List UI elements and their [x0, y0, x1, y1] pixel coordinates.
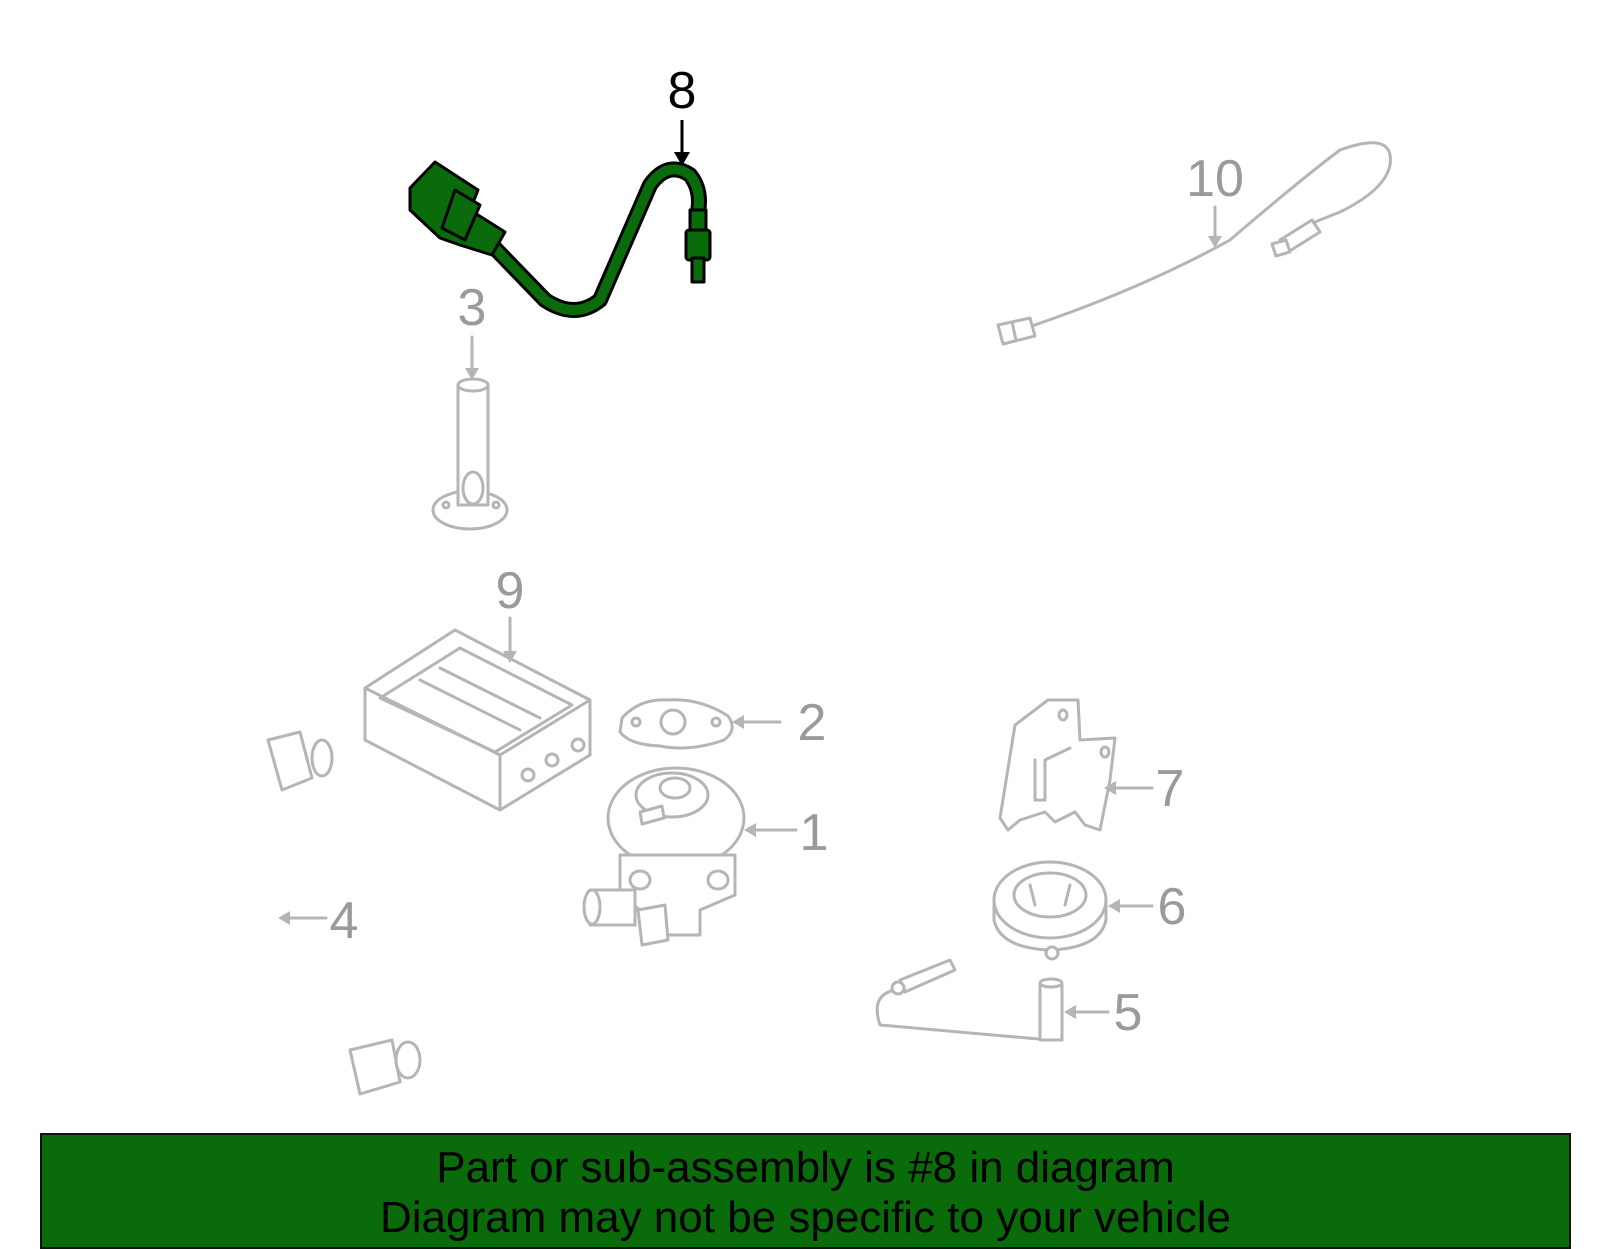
banner-line-1: Part or sub-assembly is #8 in diagram [436, 1143, 1175, 1192]
part-1-valve[interactable] [582, 766, 746, 947]
callout-10-label: 10 [1186, 150, 1244, 208]
callout-9-label: 9 [496, 562, 525, 620]
callout-4: 4 [278, 892, 358, 950]
callout-3-label: 3 [458, 279, 487, 337]
callout-8: 8 [668, 62, 697, 166]
part-3-tube[interactable] [431, 377, 509, 531]
parts-diagram: 8 3 10 9 [215, 62, 1392, 1096]
callout-10: 10 [1186, 150, 1244, 248]
callout-5-label: 5 [1114, 984, 1143, 1042]
callout-7-label: 7 [1156, 760, 1185, 818]
part-4-pipe[interactable] [215, 730, 422, 1096]
callout-9: 9 [496, 562, 525, 663]
part-8-oxygen-sensor[interactable] [408, 160, 712, 318]
callout-3: 3 [458, 279, 487, 380]
part-2-gasket[interactable] [618, 698, 734, 750]
callout-1-label: 1 [800, 804, 829, 862]
callout-6: 6 [1108, 878, 1186, 936]
callout-7: 7 [1104, 760, 1184, 818]
part-6-diaphragm[interactable] [992, 860, 1108, 961]
callout-5: 5 [1064, 984, 1142, 1042]
callout-1: 1 [744, 804, 828, 862]
callout-6-label: 6 [1158, 878, 1187, 936]
callout-4-label: 4 [330, 892, 359, 950]
callout-2: 2 [732, 694, 826, 752]
part-10-sensor-wire[interactable] [996, 141, 1392, 346]
callout-8-label: 8 [668, 62, 697, 120]
part-9-canister[interactable] [363, 628, 592, 812]
info-banner: Part or sub-assembly is #8 in diagram Di… [40, 1133, 1571, 1249]
callout-2-label: 2 [798, 694, 827, 752]
banner-line-2: Diagram may not be specific to your vehi… [379, 1193, 1232, 1242]
part-5-sensor-line[interactable] [875, 958, 1064, 1042]
part-7-bracket[interactable] [998, 698, 1117, 832]
